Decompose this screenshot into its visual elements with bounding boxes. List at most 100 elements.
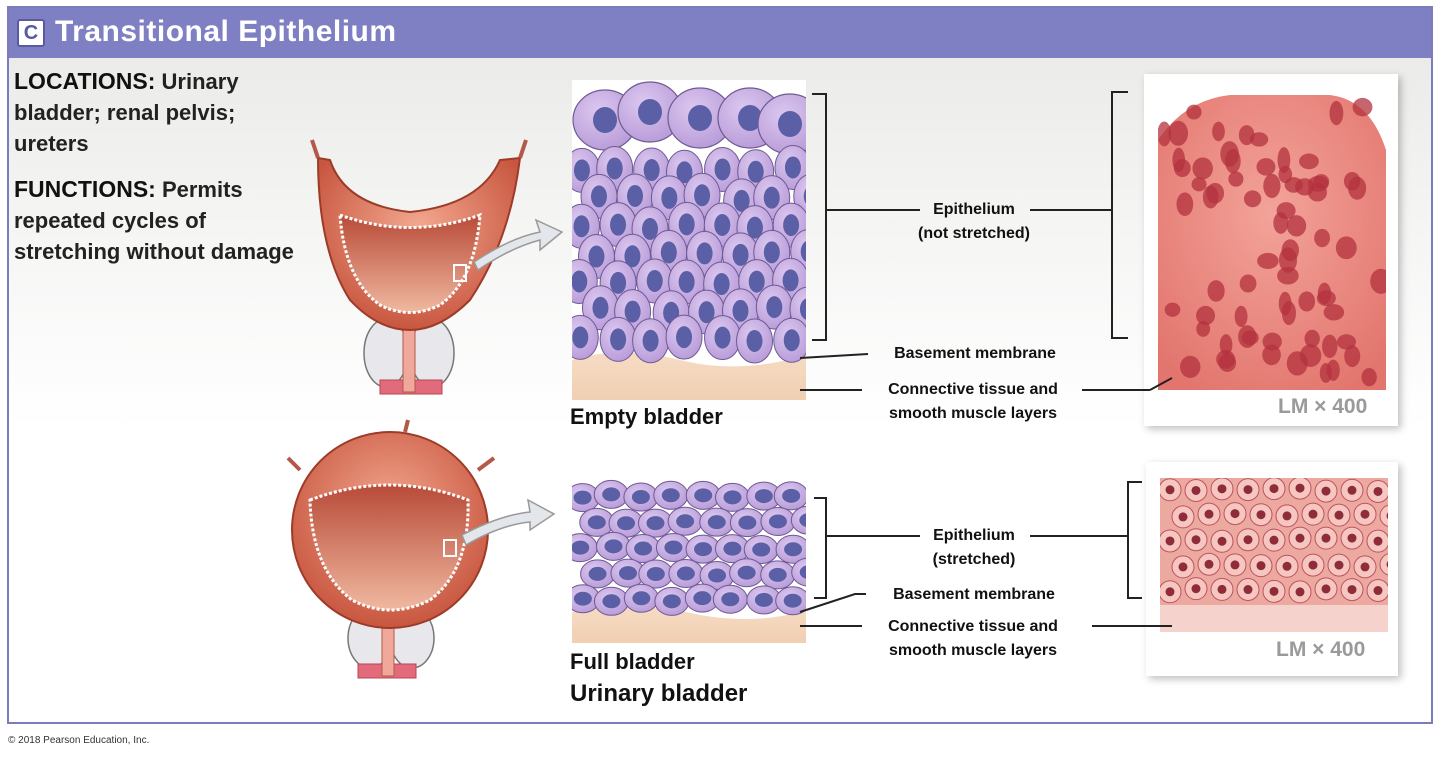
stained-nucleus bbox=[1386, 561, 1388, 568]
cell-nucleus bbox=[664, 540, 683, 555]
cell-nucleus bbox=[707, 515, 726, 530]
cell-nucleus bbox=[590, 185, 607, 208]
cell-nucleus bbox=[646, 567, 665, 582]
stained-nucleus bbox=[1360, 562, 1370, 572]
stained-nucleus bbox=[1370, 268, 1386, 294]
stained-nucleus bbox=[1308, 560, 1318, 570]
stained-nucleus bbox=[1273, 212, 1289, 234]
cell-nucleus bbox=[642, 329, 659, 352]
stained-nucleus bbox=[1262, 332, 1282, 351]
stained-nucleus bbox=[1220, 141, 1239, 167]
full-connective-label: Connective tissue and smooth muscle laye… bbox=[862, 615, 1084, 663]
stained-nucleus bbox=[1243, 485, 1253, 495]
cell-nucleus bbox=[738, 515, 757, 530]
empty-basement-label: Basement membrane bbox=[894, 345, 1056, 362]
stained-nucleus bbox=[1347, 485, 1357, 495]
epithelial-cell bbox=[790, 505, 806, 535]
stained-nucleus bbox=[1282, 511, 1292, 521]
empty-epithelium-line2: (not stretched) bbox=[918, 225, 1030, 242]
cell-nucleus bbox=[634, 541, 653, 556]
cell-nucleus bbox=[632, 591, 651, 606]
stained-nucleus bbox=[1257, 252, 1279, 269]
stained-nucleus bbox=[1165, 536, 1175, 546]
cell-nucleus bbox=[784, 542, 803, 557]
stained-nucleus bbox=[1238, 125, 1255, 146]
copyright-notice: © 2018 Pearson Education, Inc. bbox=[8, 735, 150, 746]
cell-nucleus bbox=[782, 488, 801, 503]
empty-epithelium-label: Epithelium (not stretched) bbox=[892, 198, 1056, 246]
stained-nucleus bbox=[1304, 329, 1320, 348]
stained-nucleus bbox=[1269, 484, 1279, 494]
stained-nucleus bbox=[1168, 120, 1189, 146]
stained-nucleus bbox=[1314, 228, 1331, 248]
stained-nucleus bbox=[1321, 486, 1331, 496]
cell-nucleus bbox=[723, 541, 742, 556]
stained-nucleus bbox=[1286, 215, 1307, 237]
full-connective-line2: smooth muscle layers bbox=[888, 642, 1058, 659]
stained-nucleus bbox=[1216, 349, 1236, 369]
stained-nucleus bbox=[1334, 560, 1344, 570]
cell-nucleus bbox=[587, 515, 606, 530]
stained-nucleus bbox=[1238, 325, 1257, 349]
full-basement-label: Basement membrane bbox=[893, 586, 1055, 603]
stained-nucleus bbox=[1373, 486, 1383, 496]
stained-nucleus bbox=[1360, 509, 1370, 519]
cell-nucleus bbox=[638, 99, 662, 125]
full-tissue-illustration bbox=[572, 479, 806, 643]
cell-nucleus bbox=[714, 326, 731, 349]
full-bladder-illustration bbox=[286, 419, 556, 679]
stained-nucleus bbox=[1334, 510, 1344, 520]
stained-nucleus bbox=[1299, 153, 1319, 170]
stained-nucleus bbox=[1323, 304, 1345, 321]
stained-nucleus bbox=[1295, 178, 1315, 196]
stained-nucleus bbox=[1298, 291, 1316, 312]
stained-nucleus bbox=[1165, 587, 1175, 597]
stained-nucleus bbox=[1180, 355, 1201, 379]
cell-nucleus bbox=[738, 105, 762, 131]
stained-nucleus bbox=[1217, 536, 1227, 546]
stained-nucleus bbox=[1191, 535, 1201, 545]
cell-nucleus bbox=[754, 489, 773, 504]
cell-nucleus bbox=[661, 488, 680, 503]
full-bladder-caption: Full bladder bbox=[570, 649, 695, 674]
full-epithelium-label: Epithelium (stretched) bbox=[892, 524, 1056, 572]
cell-nucleus bbox=[768, 567, 787, 582]
cell-nucleus bbox=[624, 300, 641, 323]
cell-nucleus bbox=[763, 241, 780, 264]
organ-caption: Urinary bladder bbox=[570, 680, 748, 707]
full-magnification: LM × 400 bbox=[1276, 638, 1366, 661]
cell-nucleus bbox=[572, 270, 588, 293]
stained-nucleus bbox=[1373, 586, 1383, 596]
stained-nucleus bbox=[1196, 305, 1216, 326]
cell-nucleus bbox=[643, 159, 660, 182]
stained-nucleus bbox=[1228, 171, 1244, 187]
cell-nucleus bbox=[593, 107, 617, 133]
stained-nucleus bbox=[1192, 157, 1213, 180]
functions-label: FUNCTIONS: bbox=[14, 176, 156, 202]
stained-nucleus bbox=[1263, 173, 1281, 199]
cell-nucleus bbox=[617, 516, 636, 531]
stained-nucleus bbox=[1243, 585, 1253, 595]
stained-nucleus bbox=[1277, 266, 1299, 285]
stained-nucleus bbox=[1329, 100, 1344, 126]
cell-nucleus bbox=[646, 516, 665, 531]
cell-nucleus bbox=[782, 269, 799, 292]
cell-nucleus bbox=[803, 188, 806, 204]
cell-nucleus bbox=[627, 184, 644, 207]
stained-nucleus bbox=[1386, 512, 1388, 520]
cell-nucleus bbox=[588, 566, 607, 581]
empty-connective-line1: Connective tissue and bbox=[888, 381, 1058, 398]
stained-nucleus bbox=[1234, 305, 1248, 328]
empty-connective-label: Connective tissue and smooth muscle laye… bbox=[862, 378, 1084, 426]
cell-nucleus bbox=[606, 157, 623, 180]
cell-nucleus bbox=[572, 326, 589, 349]
cell-nucleus bbox=[733, 189, 750, 212]
cell-nucleus bbox=[708, 568, 727, 583]
stained-nucleus bbox=[1278, 165, 1293, 184]
stained-nucleus bbox=[1335, 236, 1357, 260]
stained-nucleus bbox=[1178, 512, 1188, 522]
stained-nucleus bbox=[1204, 509, 1214, 519]
cell-nucleus bbox=[688, 105, 712, 131]
stained-nucleus bbox=[1295, 587, 1305, 597]
figure-header: C Transitional Epithelium bbox=[9, 8, 1431, 58]
